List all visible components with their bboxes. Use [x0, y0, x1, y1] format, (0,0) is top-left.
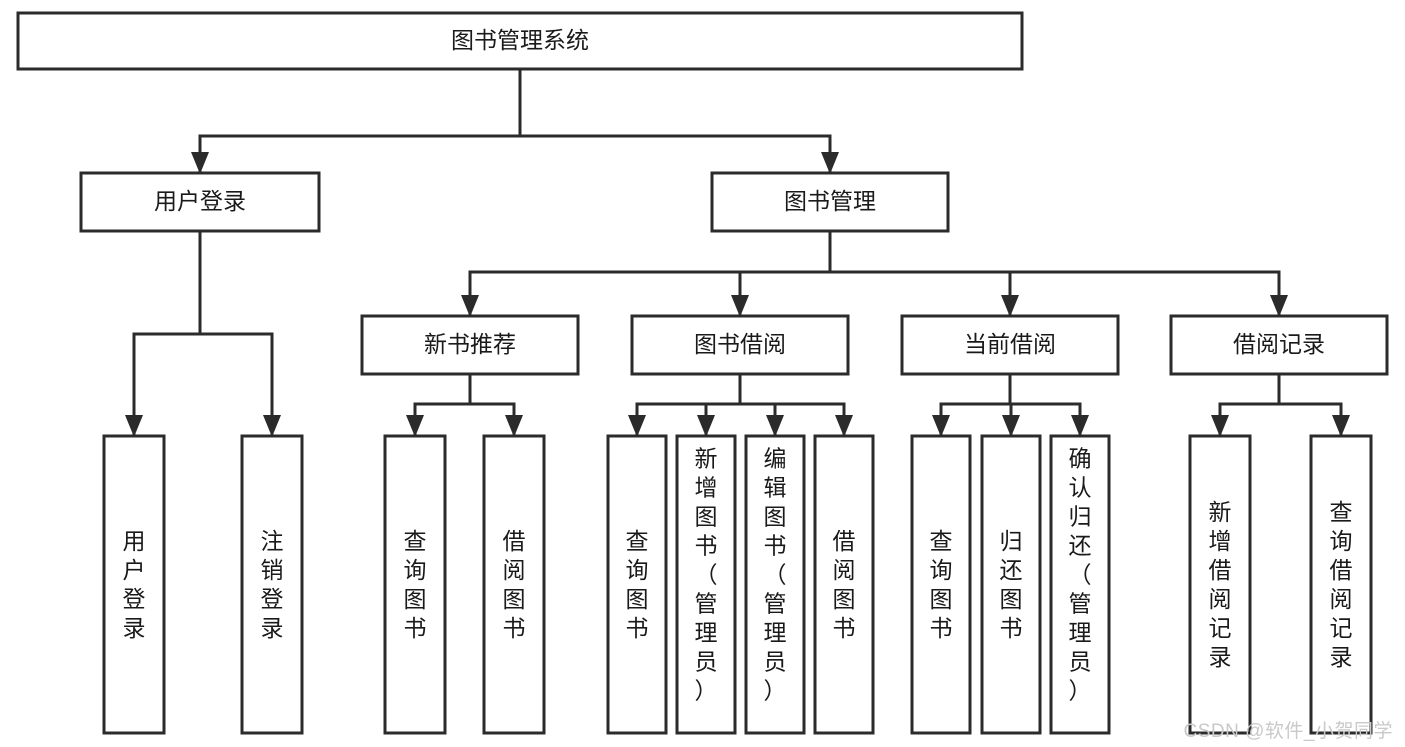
- node-box: [16, 11, 1024, 71]
- arrow-head-icon: [628, 415, 646, 437]
- node-label: 借阅图书: [503, 528, 526, 641]
- arrow-head-icon: [1001, 295, 1019, 317]
- node-label: 注销登录: [261, 528, 284, 641]
- node-box: [240, 434, 304, 735]
- node-label: 查询图书: [626, 528, 649, 641]
- node-leaf-b-add[interactable]: 新增图书（管理员）: [675, 434, 737, 735]
- node-leaf-c-confirm[interactable]: 确认归还（管理员）: [1049, 434, 1111, 735]
- node-l3-borrow[interactable]: 图书借阅: [630, 314, 850, 376]
- node-box: [1049, 434, 1111, 735]
- node-label: 新书推荐: [424, 331, 516, 357]
- node-leaf-c-query[interactable]: 查询图书: [910, 434, 972, 735]
- arrow-head-icon: [191, 152, 209, 174]
- arrow-head-icon: [932, 415, 950, 437]
- node-leaf-r-query[interactable]: 查询借阅记录: [1309, 434, 1373, 735]
- node-box: [1309, 434, 1373, 735]
- node-root[interactable]: 图书管理系统: [16, 11, 1024, 71]
- node-label: 查询借阅记录: [1330, 499, 1353, 670]
- node-l2-user[interactable]: 用户登录: [79, 171, 321, 233]
- node-box: [813, 434, 875, 735]
- node-label: 图书管理: [784, 188, 876, 214]
- node-label: 归还图书: [1000, 528, 1023, 641]
- node-label: 借阅图书: [833, 528, 856, 641]
- node-leaf-b-query[interactable]: 查询图书: [606, 434, 668, 735]
- node-box: [1169, 314, 1389, 376]
- node-label: 图书借阅: [694, 331, 786, 357]
- node-box: [102, 434, 166, 735]
- node-box: [606, 434, 668, 735]
- node-leaf-b-edit[interactable]: 编辑图书（管理员）: [744, 434, 806, 735]
- arrow-head-icon: [697, 415, 715, 437]
- node-box: [900, 314, 1120, 376]
- node-leaf-user-login[interactable]: 用户登录: [102, 434, 166, 735]
- node-label: 新增借阅记录: [1209, 499, 1232, 670]
- node-leaf-c-return[interactable]: 归还图书: [980, 434, 1042, 735]
- node-l3-record[interactable]: 借阅记录: [1169, 314, 1389, 376]
- node-label: 用户登录: [123, 528, 146, 641]
- watermark-label: CSDN @软件_小贺同学: [1183, 721, 1393, 742]
- arrow-head-icon: [731, 295, 749, 317]
- node-label: 当前借阅: [964, 331, 1056, 357]
- node-label: 借阅记录: [1233, 331, 1325, 357]
- node-box: [1188, 434, 1252, 735]
- node-leaf-r-add[interactable]: 新增借阅记录: [1188, 434, 1252, 735]
- node-leaf-user-logout[interactable]: 注销登录: [240, 434, 304, 735]
- node-box: [79, 171, 321, 233]
- arrow-head-icon: [263, 415, 281, 437]
- node-l3-new[interactable]: 新书推荐: [360, 314, 580, 376]
- arrow-head-icon: [1332, 415, 1350, 437]
- arrow-head-icon: [1270, 295, 1288, 317]
- arrow-head-icon: [1071, 415, 1089, 437]
- node-l3-current[interactable]: 当前借阅: [900, 314, 1120, 376]
- node-label: 确认归还（管理员）: [1069, 446, 1092, 704]
- arrow-head-icon: [1002, 415, 1020, 437]
- node-leaf-b-borrow[interactable]: 借阅图书: [813, 434, 875, 735]
- node-leaf-new-query[interactable]: 查询图书: [383, 434, 447, 735]
- arrow-head-icon: [766, 415, 784, 437]
- arrow-head-icon: [461, 295, 479, 317]
- node-box: [482, 434, 546, 735]
- node-box: [383, 434, 447, 735]
- node-l2-book[interactable]: 图书管理: [710, 171, 950, 233]
- node-label: 编辑图书（管理员）: [764, 446, 787, 704]
- arrow-head-icon: [1211, 415, 1229, 437]
- arrow-head-icon: [125, 415, 143, 437]
- node-label: 查询图书: [404, 528, 427, 641]
- node-box: [910, 434, 972, 735]
- node-box: [360, 314, 580, 376]
- arrow-head-icon: [835, 415, 853, 437]
- node-label: 用户登录: [154, 188, 246, 214]
- node-label: 查询图书: [930, 528, 953, 641]
- node-box: [710, 171, 950, 233]
- arrow-head-icon: [406, 415, 424, 437]
- node-leaf-new-borrow[interactable]: 借阅图书: [482, 434, 546, 735]
- node-box: [744, 434, 806, 735]
- node-box: [675, 434, 737, 735]
- node-box: [980, 434, 1042, 735]
- arrow-head-icon: [821, 152, 839, 174]
- arrow-head-icon: [505, 415, 523, 437]
- node-box: [630, 314, 850, 376]
- node-label: 图书管理系统: [451, 27, 589, 53]
- node-label: 新增图书（管理员）: [695, 446, 718, 704]
